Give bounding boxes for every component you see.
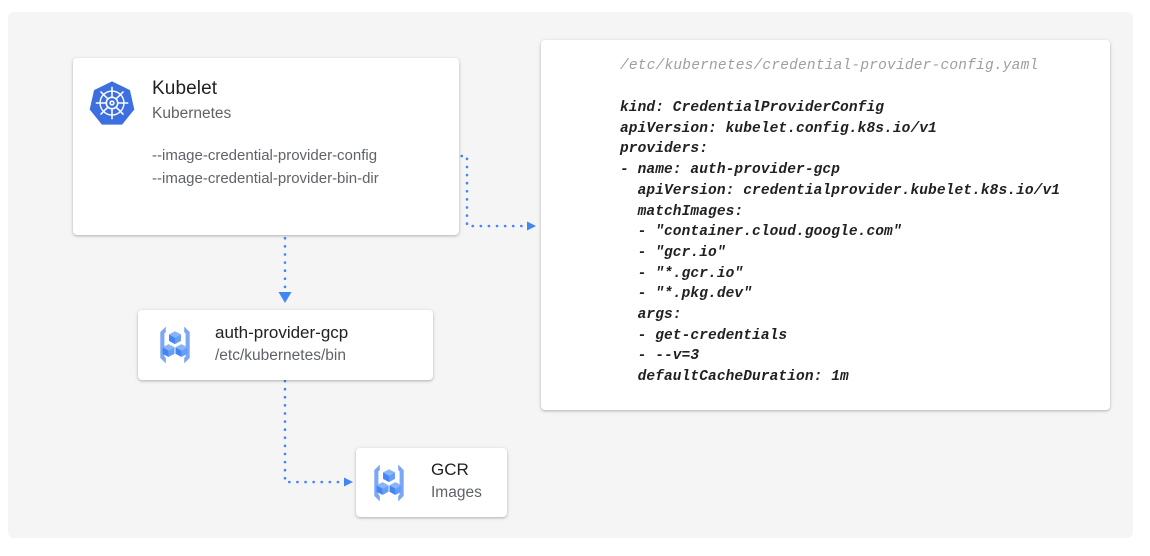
kubelet-subtitle: Kubernetes — [152, 105, 232, 122]
kubelet-node[interactable]: Kubelet Kubernetes --image-credential-pr… — [73, 58, 459, 235]
auth-provider-node[interactable]: auth-provider-gcp /etc/kubernetes/bin — [138, 310, 433, 380]
kubernetes-logo-icon — [89, 81, 135, 125]
cube-bottom-left — [162, 344, 175, 357]
gcr-title: GCR — [431, 460, 469, 479]
kubelet-flag-config: --image-credential-provider-config — [152, 147, 378, 164]
auth-provider-title: auth-provider-gcp — [215, 323, 349, 342]
container-registry-icon — [160, 326, 190, 364]
gcr-node[interactable]: GCR Images — [356, 448, 507, 517]
auth-provider-subtitle: /etc/kubernetes/bin — [215, 347, 346, 364]
cube-bottom-left — [376, 482, 389, 495]
credential-provider-config-card[interactable]: /etc/kubernetes/credential-provider-conf… — [541, 40, 1110, 410]
config-yaml-content: kind: CredentialProviderConfig apiVersio… — [620, 100, 1061, 386]
kubelet-title: Kubelet — [152, 78, 218, 99]
cube-top — [383, 469, 395, 483]
config-file-path: /etc/kubernetes/credential-provider-conf… — [620, 58, 1039, 74]
kubelet-flag-bin-dir: --image-credential-provider-bin-dir — [152, 170, 379, 187]
gcr-subtitle: Images — [431, 484, 482, 501]
cube-top — [169, 331, 181, 345]
cube-bottom-right — [389, 482, 402, 495]
cube-bottom-right — [175, 344, 188, 357]
container-registry-icon — [374, 464, 404, 502]
